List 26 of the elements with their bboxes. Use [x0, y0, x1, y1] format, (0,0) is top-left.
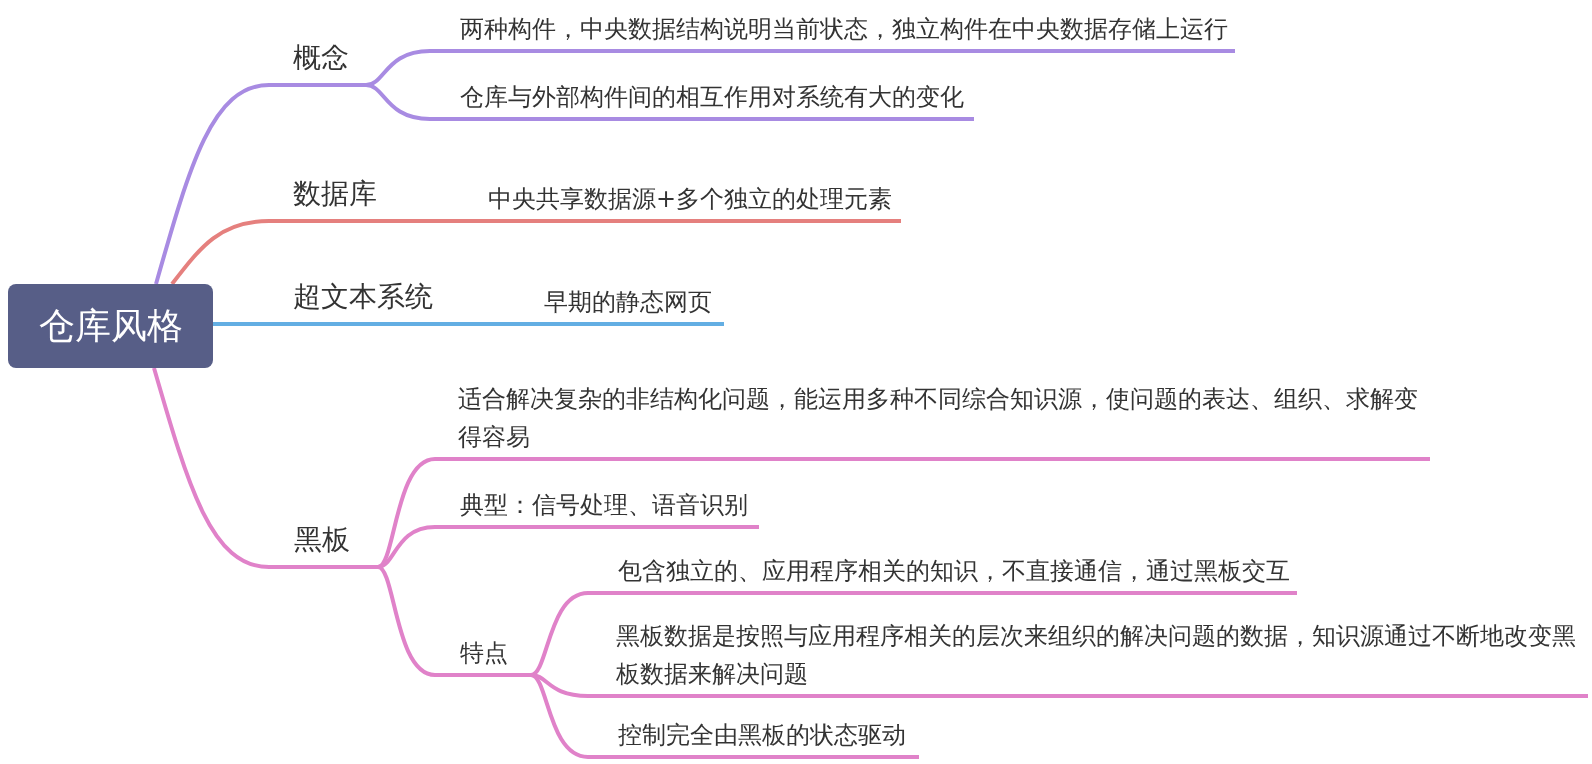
subtopic: 早期的静态网页: [456, 283, 724, 326]
main-topic: 概念: [269, 38, 366, 87]
branch-line: [530, 673, 589, 698]
subtopic: 包含独立的、应用程序相关的知识，不直接通信，通过黑板交互: [588, 552, 1297, 595]
subtopic: 特点: [435, 634, 531, 677]
subtopic: 两种构件，中央数据结构说明当前状态，独立构件在中央数据存储上运行: [430, 10, 1235, 53]
branch-line: [154, 83, 270, 285]
central-topic: 仓库风格: [8, 284, 213, 368]
branch-line: [152, 367, 270, 569]
branch-line: [213, 322, 269, 326]
subtopic: 典型：信号处理、语音识别: [435, 486, 759, 529]
subtopic: 仓库与外部构件间的相互作用对系统有大的变化: [430, 78, 974, 121]
branch-line: [365, 83, 431, 121]
subtopic: 黑板数据是按照与应用程序相关的层次来组织的解决问题的数据，知识源通过不断地改变黑板数据来解决问题: [588, 617, 1588, 698]
subtopic: 控制完全由黑板的状态驱动: [588, 716, 919, 759]
subtopic: 适合解决复杂的非结构化问题，能运用多种不同综合知识源，使问题的表达、组织、求解变得容易: [435, 380, 1430, 461]
branch-line: [388, 219, 406, 223]
main-topic: 黑板: [269, 520, 378, 569]
branch-line: [170, 219, 270, 286]
subtopic: 中央共享数据源+多个独立的处理元素: [406, 180, 901, 223]
main-topic: 超文本系统: [269, 277, 438, 326]
branch-line: [377, 525, 436, 569]
branch-line: [530, 591, 589, 677]
main-topic: 数据库: [269, 174, 388, 223]
branch-line: [377, 565, 436, 677]
branch-line: [438, 322, 456, 326]
